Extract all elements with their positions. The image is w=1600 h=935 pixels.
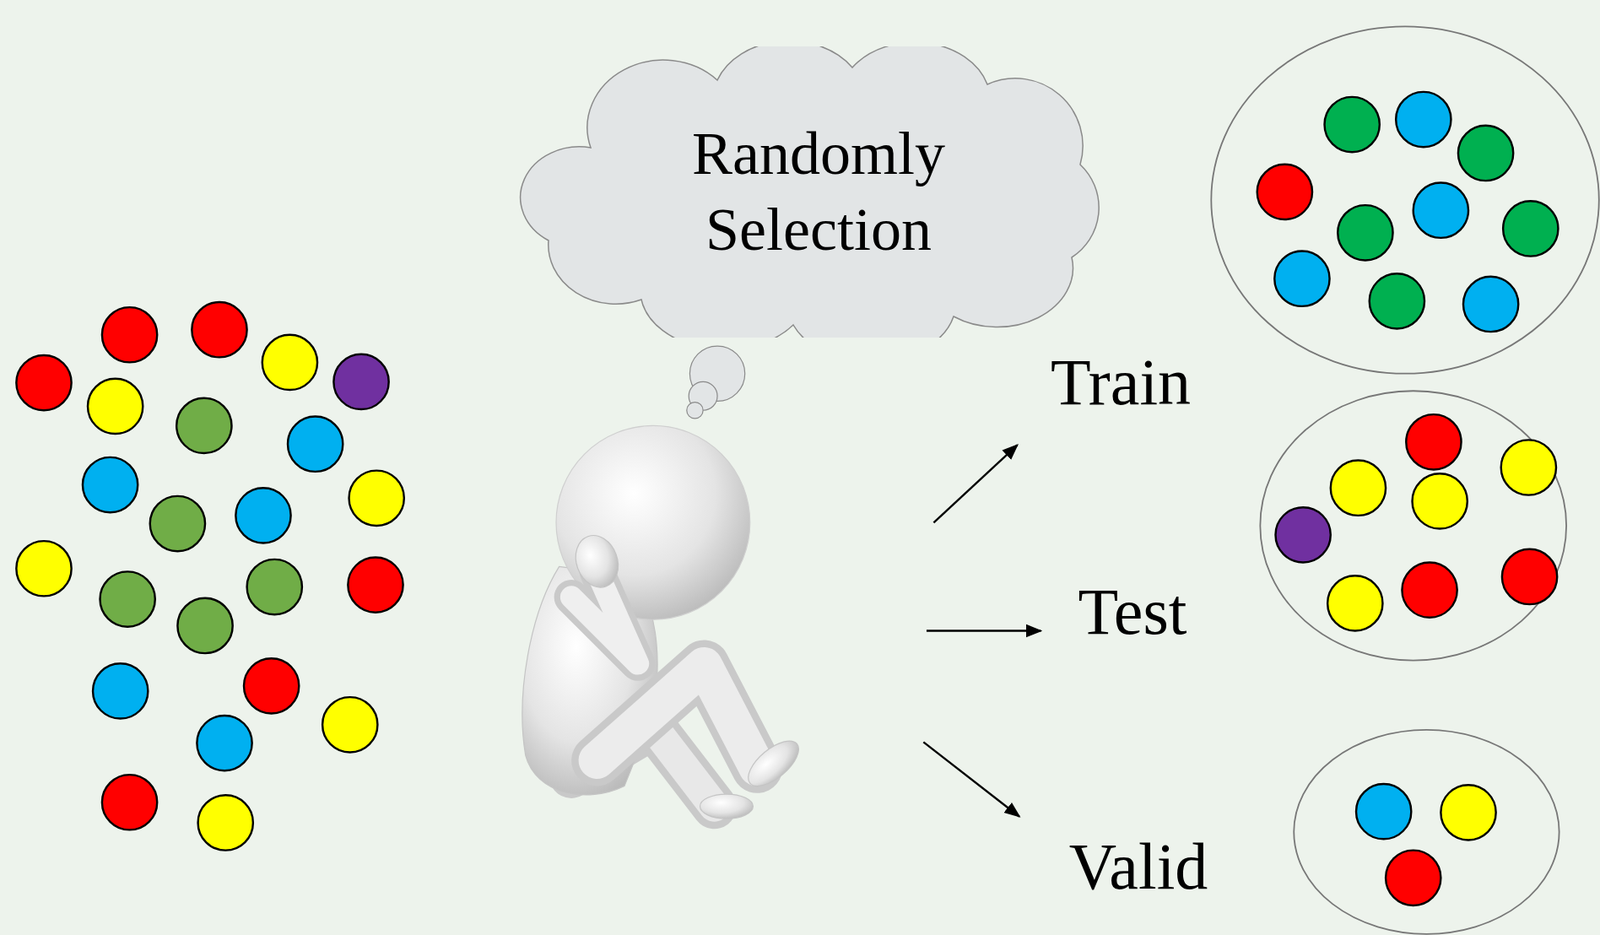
data-dot xyxy=(1401,562,1457,617)
data-dot xyxy=(177,598,233,654)
data-dot xyxy=(1274,251,1330,307)
data-dot xyxy=(1275,507,1330,563)
data-dot xyxy=(100,571,156,627)
data-dot xyxy=(176,398,232,454)
data-dot xyxy=(16,355,71,411)
set-ellipses xyxy=(1210,26,1599,934)
data-dot xyxy=(1412,473,1468,529)
data-dot xyxy=(1324,97,1380,152)
data-dot xyxy=(1502,200,1558,256)
data-dot xyxy=(92,663,148,719)
cloud-outline xyxy=(514,46,1123,338)
data-dot xyxy=(191,302,247,357)
data-dots xyxy=(16,91,1558,906)
split-label: Train xyxy=(1050,349,1191,416)
data-dot xyxy=(287,416,343,472)
data-dot xyxy=(1327,575,1383,631)
data-dot xyxy=(196,715,252,771)
data-dot xyxy=(262,335,318,390)
data-dot xyxy=(322,697,378,752)
data-dot xyxy=(102,774,157,830)
split-label: Valid xyxy=(1069,833,1209,900)
data-dot xyxy=(235,487,291,543)
data-dot xyxy=(87,378,143,434)
thought-cloud: Randomly Selection xyxy=(514,46,1123,338)
split-label: Test xyxy=(1078,578,1188,645)
data-dot xyxy=(1405,414,1461,470)
data-dot xyxy=(333,354,389,410)
data-dot xyxy=(247,559,303,615)
data-dot xyxy=(1463,276,1519,332)
data-dot xyxy=(243,658,299,714)
data-dot xyxy=(347,556,403,612)
thought-bubbles xyxy=(686,345,746,419)
data-dot xyxy=(1257,164,1313,220)
data-dot xyxy=(1356,783,1411,839)
cloud-text: Randomly Selection xyxy=(649,116,988,268)
thinking-person xyxy=(522,425,806,819)
data-dot xyxy=(1502,549,1557,605)
data-dot xyxy=(1413,183,1469,238)
data-dot xyxy=(150,496,206,552)
data-dot xyxy=(1501,439,1557,495)
data-dot xyxy=(1330,460,1386,516)
data-dot xyxy=(1369,273,1425,329)
data-dot xyxy=(198,794,254,850)
data-dot xyxy=(1440,784,1496,840)
data-dot xyxy=(1337,205,1393,260)
split-arrows xyxy=(923,444,1041,817)
data-dot xyxy=(1385,850,1441,906)
data-dot xyxy=(1395,91,1451,147)
data-dot xyxy=(16,540,71,596)
data-dot xyxy=(1458,125,1514,181)
data-dot xyxy=(349,470,405,526)
data-dot xyxy=(102,307,157,363)
data-dot xyxy=(82,457,138,513)
